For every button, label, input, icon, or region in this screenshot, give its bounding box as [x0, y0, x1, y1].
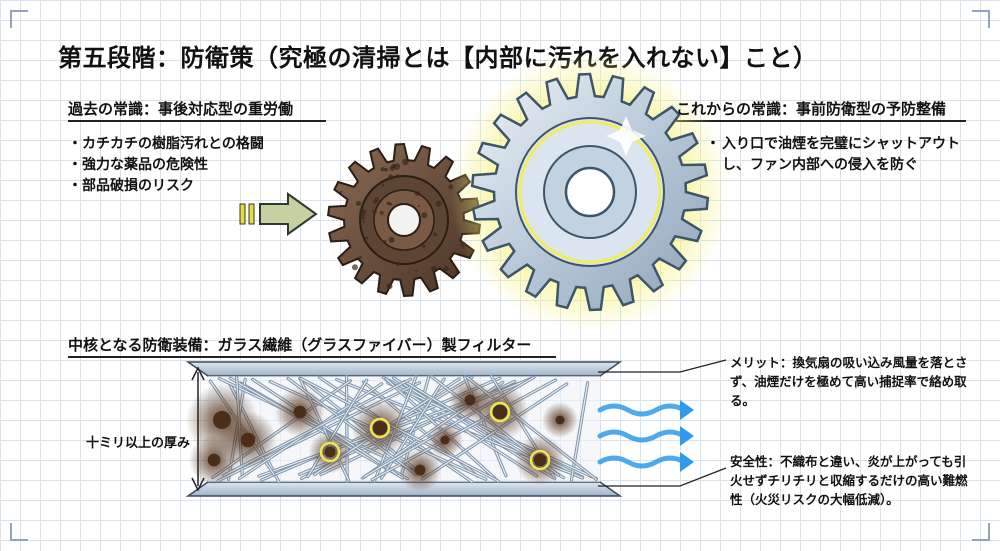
future-heading: これからの常識：事前防衛型の予防整備 [676, 98, 946, 119]
arrow-right-icon [240, 194, 316, 234]
clean-gear-icon [450, 52, 730, 332]
callout-lines [598, 360, 726, 486]
list-item: 強力な薬品の危険性 [68, 155, 264, 176]
thickness-label: 十ミリ以上の厚み [86, 432, 190, 451]
list-item: カチカチの樹脂汚れとの格闘 [68, 134, 264, 155]
past-heading: 過去の常識：事後対応型の重労働 [68, 98, 293, 119]
past-list: カチカチの樹脂汚れとの格闘 強力な薬品の危険性 部品破損のリスク [68, 134, 264, 197]
future-text: 入り口で油煙を完璧にシャットアウトし、ファン内部への侵入を防ぐ [722, 134, 972, 176]
safety-note: 安全性：不織布と違い、炎が上がっても引火せずチリチリと収縮するだけの高い難燃性（… [730, 452, 970, 509]
merit-note: メリット：換気扇の吸い込み風量を落とさず、油煙だけを極めて高い捕捉率で絡め取る。 [730, 353, 970, 410]
core-heading: 中核となる防衛装備：ガラス繊維（グラスファイバー）製フィルター [68, 334, 531, 355]
airflow-arrow-icon [600, 400, 694, 472]
glass-fiber-filter [186, 362, 620, 496]
list-item: 部品破損のリスク [68, 176, 264, 197]
